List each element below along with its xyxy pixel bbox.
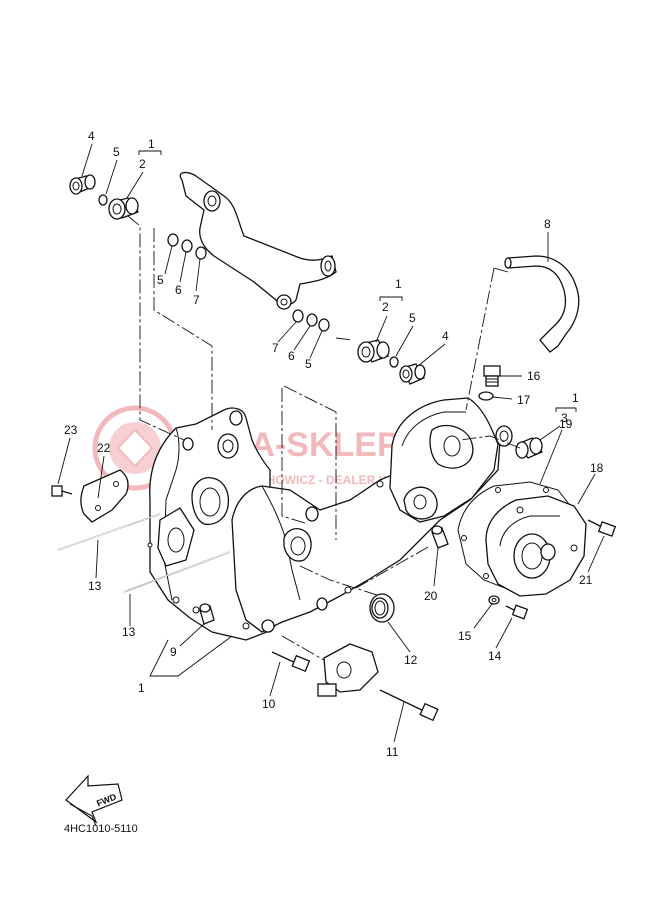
callout-10: 10 <box>262 697 276 711</box>
breather-hose-8 <box>507 255 580 353</box>
bolt-14 <box>505 604 529 620</box>
callout-12: 12 <box>404 653 418 667</box>
callout-13: 13 <box>88 579 102 593</box>
callout-6: 6 <box>175 283 182 297</box>
callout-5: 5 <box>157 273 164 287</box>
callout-2: 2 <box>139 157 146 171</box>
stud-bolt-13-lower <box>123 551 231 593</box>
bushing-2-right <box>357 339 390 363</box>
callout-4: 4 <box>442 329 449 343</box>
dowel-pin-20 <box>431 525 449 549</box>
leader-lines <box>57 143 605 743</box>
callout-1: 1 <box>572 391 579 405</box>
crankcase-cover-rear <box>389 397 513 523</box>
plate-22 <box>80 469 129 523</box>
tensioner-housing <box>317 643 379 697</box>
stud-bolt-13-upper <box>57 513 161 551</box>
callout-4: 4 <box>88 129 95 143</box>
ring-7-center <box>292 309 304 323</box>
callout-13: 13 <box>122 625 136 639</box>
callout-22: 22 <box>97 441 111 455</box>
ring-6-center <box>306 313 318 327</box>
callout-2: 2 <box>382 300 389 314</box>
ring-5-right <box>389 356 399 368</box>
callout-3: 3 <box>561 411 568 425</box>
callout-5: 5 <box>305 357 312 371</box>
callout-14: 14 <box>488 649 502 663</box>
callout-11: 11 <box>386 745 399 759</box>
collar-3 <box>515 437 543 459</box>
callout-15: 15 <box>458 629 472 643</box>
bolt-10 <box>271 651 311 673</box>
drain-plug-16 <box>483 365 501 387</box>
bolt-21 <box>587 519 617 537</box>
dowel-pin-9 <box>199 603 215 625</box>
callout-9: 9 <box>170 645 177 659</box>
bushing-2-upper-left <box>108 197 140 220</box>
oil-seal-12 <box>369 593 395 623</box>
callout-numbers: 4 5 1 2 5 6 7 8 1 2 5 4 7 6 5 16 17 1 3 … <box>64 129 604 759</box>
ring-6-left <box>181 239 193 253</box>
callout-7: 7 <box>193 293 200 307</box>
fwd-arrow-icon: FWD <box>65 774 123 827</box>
callout-1: 1 <box>138 681 145 695</box>
ring-5-center <box>318 318 330 332</box>
bushing-4-upper-left <box>69 174 96 195</box>
engine-mount-bracket <box>179 171 337 310</box>
callout-16: 16 <box>527 369 541 383</box>
callout-1: 1 <box>148 137 155 151</box>
callout-19: 19 <box>559 417 573 431</box>
ring-5-left <box>167 233 179 247</box>
callout-6: 6 <box>288 349 295 363</box>
ring-7-left <box>195 246 207 260</box>
callout-5: 5 <box>409 311 416 325</box>
callout-7: 7 <box>272 341 279 355</box>
callout-18: 18 <box>590 461 604 475</box>
callout-5: 5 <box>113 145 120 159</box>
crankcase-cover-18 <box>485 495 587 597</box>
bushing-4-right <box>399 363 426 385</box>
callout-17: 17 <box>517 393 531 407</box>
callout-1: 1 <box>395 277 402 291</box>
callout-23: 23 <box>64 423 78 437</box>
callout-8: 8 <box>544 217 551 231</box>
bolt-11 <box>379 689 439 722</box>
callout-21: 21 <box>579 573 593 587</box>
bolt-23 <box>51 485 73 497</box>
drawing-code: 4HC1010-5110 <box>64 823 138 835</box>
ring-5-upper-left <box>98 194 108 206</box>
callout-20: 20 <box>424 589 438 603</box>
o-ring-17 <box>478 391 494 401</box>
